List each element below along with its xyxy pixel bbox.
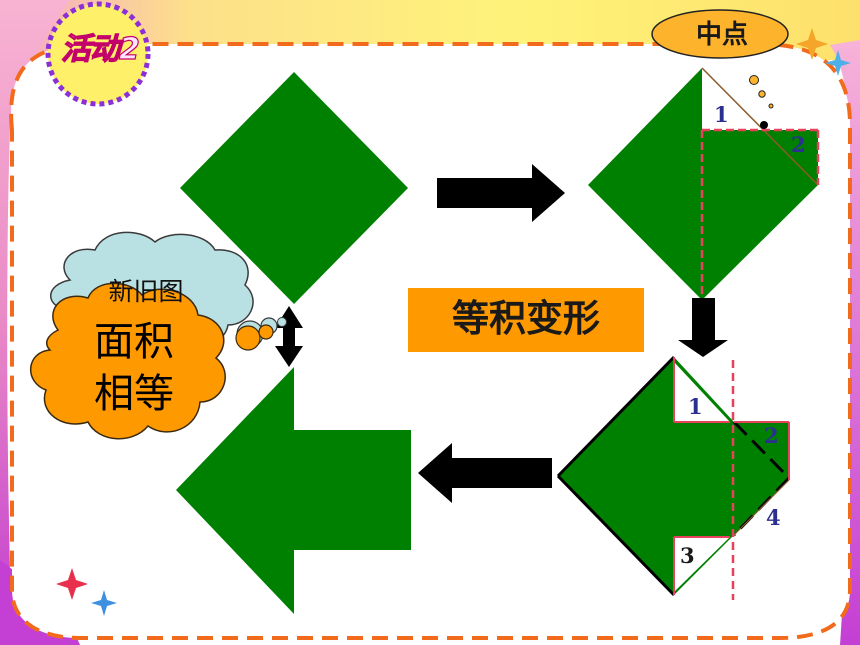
equal-area-line-2: 相等: [94, 371, 174, 417]
piece-1-label: 1: [714, 102, 729, 127]
activity-badge-label: 活动2: [60, 31, 140, 67]
right-pink-band: [830, 40, 860, 645]
piece-2-label: 2: [791, 132, 806, 157]
old-new-cloud-label: 新旧图: [108, 277, 184, 306]
rearranged-arrow-shape: 1 2 4 3: [556, 355, 791, 600]
final-arrow-shape: [176, 367, 411, 614]
midpoint-callout: [651, 9, 789, 109]
concept-banner-label: 等积变形: [452, 297, 600, 340]
piece-3-label: 3: [680, 543, 695, 568]
arrow-down-icon: [678, 298, 728, 357]
sparkle-icon: [796, 28, 851, 76]
arrow-left-icon: [418, 443, 552, 503]
equal-area-line-1: 面积: [94, 319, 174, 365]
midpoint-cut-diamond: 1 2: [588, 67, 820, 300]
piece-1-label: 1: [688, 394, 703, 419]
equal-area-thought-cloud: [29, 282, 274, 440]
concept-banner: [408, 288, 644, 352]
original-diamond: [180, 72, 408, 304]
equal-area-cloud-label: 面积 相等: [64, 316, 204, 420]
sparkle-icon: [56, 568, 117, 616]
piece-2-label: 2: [764, 423, 779, 448]
arrow-right-icon: [437, 164, 565, 222]
activity-badge: [45, 1, 151, 107]
midpoint-label: 中点: [695, 20, 748, 50]
piece-4-label: 4: [766, 505, 781, 530]
